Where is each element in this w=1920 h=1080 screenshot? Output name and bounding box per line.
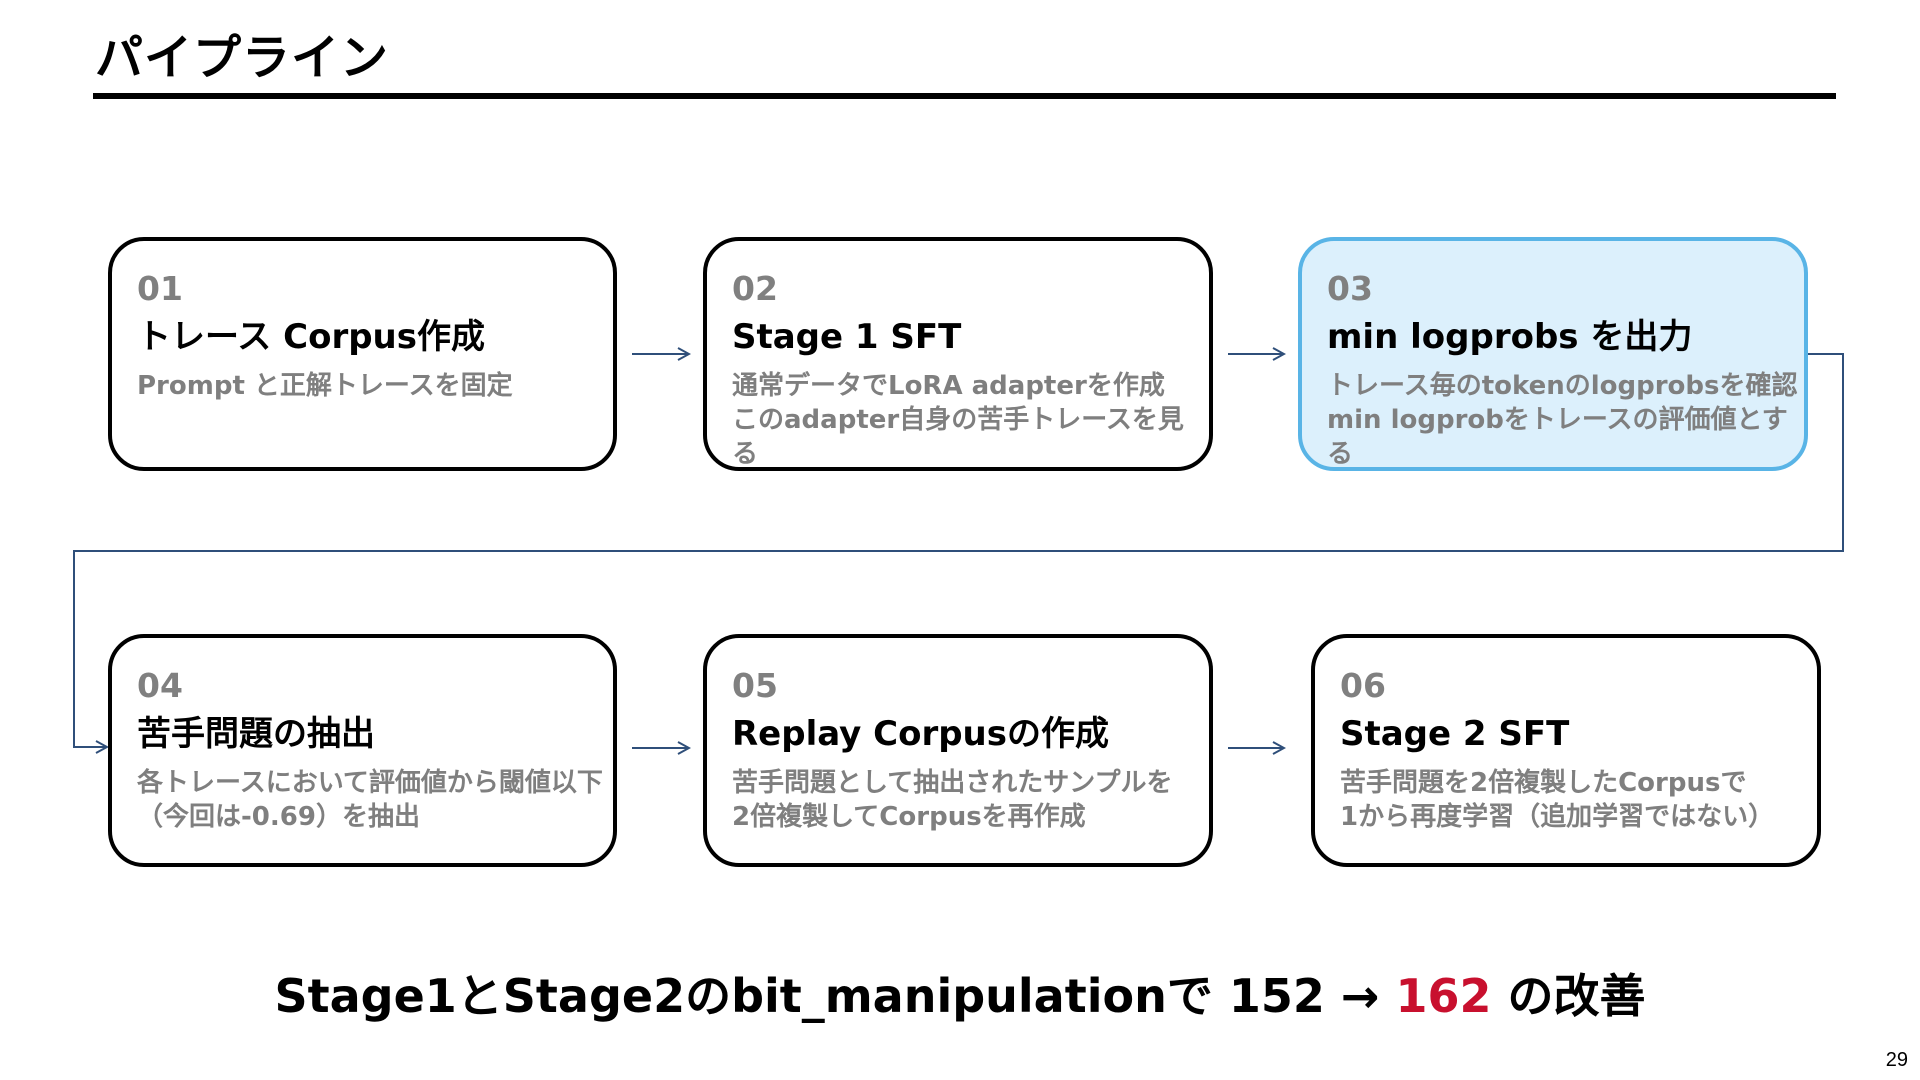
step-description: 苦手問題を2倍複製したCorpusで 1から再度学習（追加学習ではない） bbox=[1340, 768, 1775, 832]
step-card-01: 01 トレース Corpus作成 Prompt と正解トレースを固定 bbox=[108, 237, 617, 471]
step-description: 各トレースにおいて評価値から閾値以下 （今回は-0.69）を抽出 bbox=[137, 768, 603, 832]
step-card-03: 03 min logprobs を出力 トレース毎のtokenのlogprobs… bbox=[1298, 237, 1808, 471]
result-prefix: Stage1とStage2のbit_manipulationで 152 → bbox=[274, 969, 1396, 1023]
result-summary: Stage1とStage2のbit_manipulationで 152 → 16… bbox=[0, 966, 1920, 1026]
step-title: 苦手問題の抽出 bbox=[137, 714, 375, 754]
title-underline bbox=[93, 93, 1836, 99]
step-title: Stage 2 SFT bbox=[1340, 714, 1570, 754]
step-description: 通常データでLoRA adapterを作成 このadapter自身の苦手トレース… bbox=[732, 371, 1184, 469]
step-description: 苦手問題として抽出されたサンプルを 2倍複製してCorpusを再作成 bbox=[732, 768, 1173, 832]
step-description: Prompt と正解トレースを固定 bbox=[137, 371, 513, 401]
page-number: 29 bbox=[1885, 1049, 1908, 1071]
step-card-04: 04 苦手問題の抽出 各トレースにおいて評価値から閾値以下 （今回は-0.69）… bbox=[108, 634, 617, 867]
step-number: 04 bbox=[137, 666, 183, 705]
step-card-06: 06 Stage 2 SFT 苦手問題を2倍複製したCorpusで 1から再度学… bbox=[1311, 634, 1821, 867]
result-improved-value: 162 bbox=[1395, 969, 1492, 1023]
step-title: トレース Corpus作成 bbox=[137, 317, 485, 357]
slide-title: パイプライン bbox=[95, 30, 390, 86]
step-number: 02 bbox=[732, 269, 778, 308]
step-title: Replay Corpusの作成 bbox=[732, 714, 1109, 754]
step-title: min logprobs を出力 bbox=[1327, 317, 1693, 357]
step-number: 05 bbox=[732, 666, 778, 705]
step-description: トレース毎のtokenのlogprobsを確認 min logprobをトレース… bbox=[1327, 371, 1798, 469]
step-card-02: 02 Stage 1 SFT 通常データでLoRA adapterを作成 このa… bbox=[703, 237, 1213, 471]
step-number: 06 bbox=[1340, 666, 1386, 705]
step-title: Stage 1 SFT bbox=[732, 317, 962, 357]
step-number: 03 bbox=[1327, 269, 1373, 308]
step-number: 01 bbox=[137, 269, 183, 308]
result-suffix: の改善 bbox=[1491, 969, 1646, 1023]
step-card-05: 05 Replay Corpusの作成 苦手問題として抽出されたサンプルを 2倍… bbox=[703, 634, 1213, 867]
